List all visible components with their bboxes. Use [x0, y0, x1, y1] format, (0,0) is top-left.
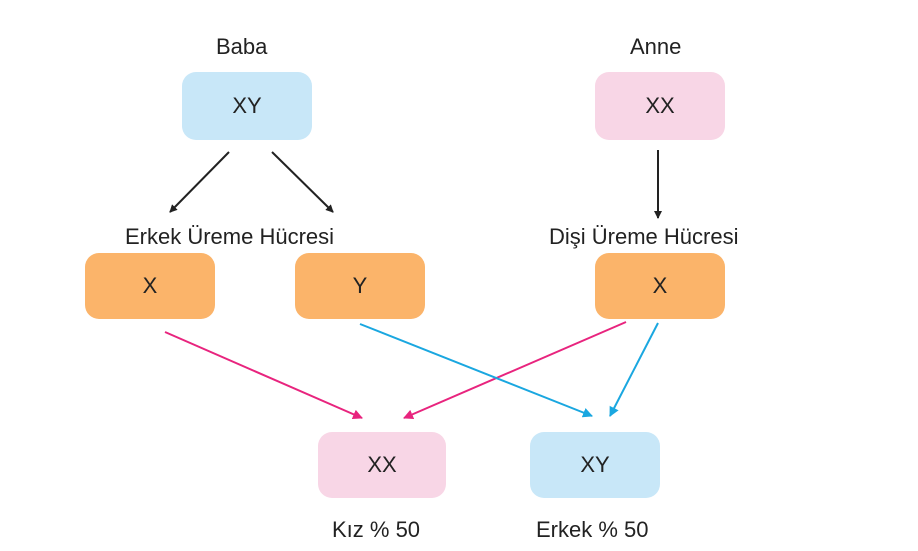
daughter-genotype-box: XX [318, 432, 446, 498]
arrow-male-x-to-daughter [164, 331, 363, 419]
female-gamete-label: Dişi Üreme Hücresi [549, 224, 739, 249]
arrow-male-y-to-son [359, 323, 593, 418]
male-gamete-label: Erkek Üreme Hücresi [125, 224, 335, 249]
father-label: Baba [216, 34, 268, 59]
son-genotype-box: XY [530, 432, 660, 498]
son-label: Erkek % 50 [536, 517, 649, 542]
father-genotype-box: XY [182, 72, 312, 140]
arrow-father-to-y [271, 151, 334, 213]
mother-label: Anne [630, 34, 682, 59]
daughter-label: Kız % 50 [332, 517, 421, 542]
male-gamete-y-box: Y [295, 253, 425, 319]
male-gamete-x-box: X [85, 253, 215, 319]
mother-genotype-box: XX [595, 72, 725, 140]
female-gamete-x-box: X [595, 253, 725, 319]
arrow-female-x-to-son [609, 322, 659, 417]
arrow-female-x-to-daughter [403, 321, 627, 420]
arrow-father-to-x [169, 151, 230, 213]
